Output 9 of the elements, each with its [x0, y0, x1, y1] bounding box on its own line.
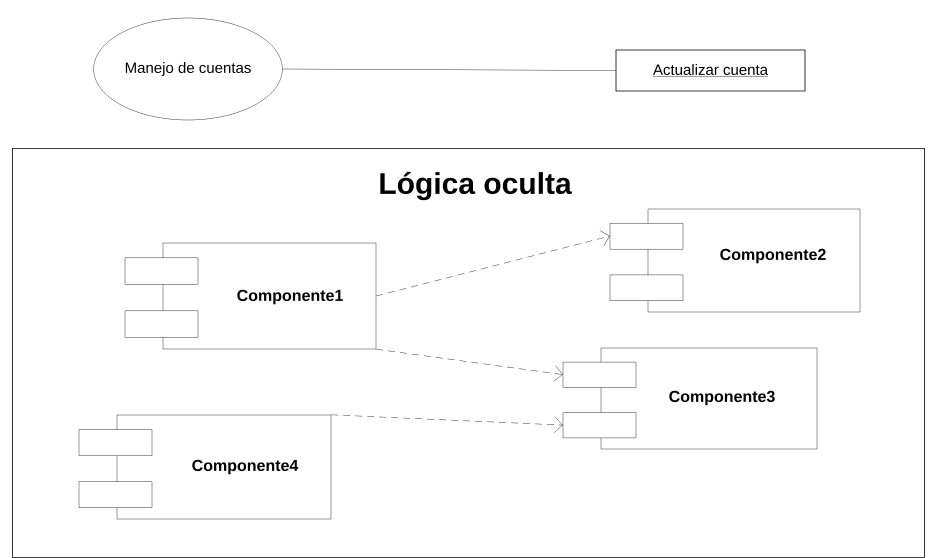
object-box: Actualizar cuenta [616, 50, 806, 92]
dependency-arrow [331, 414, 563, 433]
association-line [282, 68, 616, 71]
dependency-arrow [376, 349, 563, 382]
component-box: Componente3 [562, 348, 818, 450]
component-box: Componente1 [124, 242, 376, 350]
component-box: Componente2 [610, 208, 860, 312]
dependency-arrow [376, 230, 610, 296]
component-box: Componente4 [78, 414, 332, 520]
